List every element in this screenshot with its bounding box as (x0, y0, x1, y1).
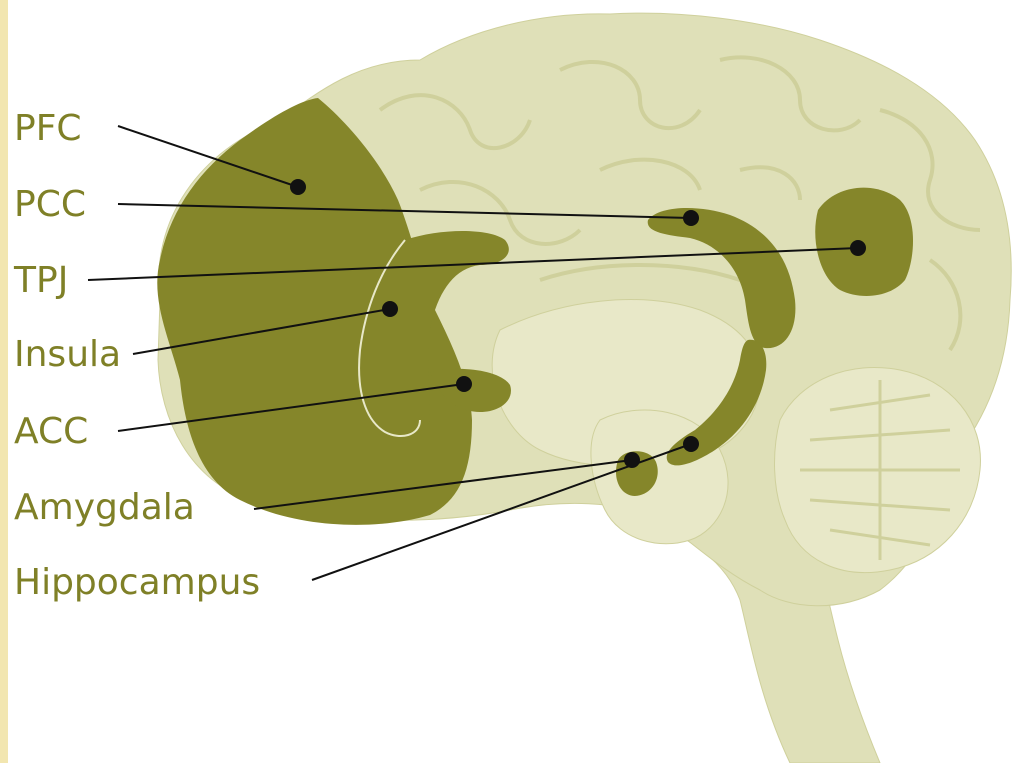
marker-dot-insula (382, 301, 398, 317)
label-pfc: PFC (14, 108, 82, 149)
label-pcc: PCC (14, 184, 86, 225)
label-amygdala: Amygdala (14, 487, 195, 528)
left-edge-strip (0, 0, 8, 763)
marker-dot-acc (456, 376, 472, 392)
marker-dot-hippocampus (683, 436, 699, 452)
marker-dot-tpj (850, 240, 866, 256)
marker-dot-amygdala (624, 452, 640, 468)
label-hippocampus: Hippocampus (14, 562, 260, 603)
marker-dot-pfc (290, 179, 306, 195)
marker-dot-pcc (683, 210, 699, 226)
region-tpj (815, 188, 913, 296)
label-tpj: TPJ (13, 260, 68, 301)
label-acc: ACC (14, 411, 88, 452)
label-insula: Insula (14, 334, 121, 375)
